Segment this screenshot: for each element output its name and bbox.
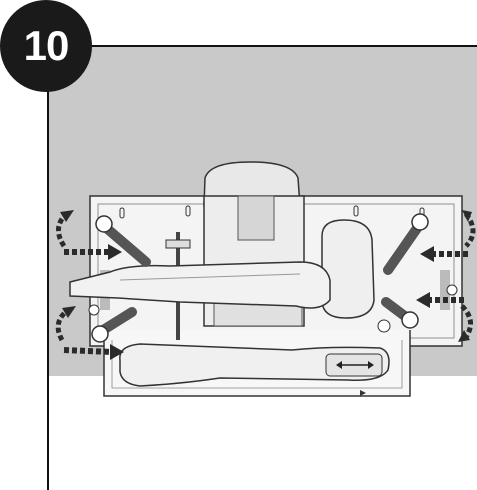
push-arrow-left-upper bbox=[64, 244, 122, 260]
rotate-arrow-top-left bbox=[56, 210, 74, 248]
push-arrow-right-lower bbox=[416, 292, 464, 308]
step-number: 10 bbox=[23, 22, 70, 69]
lock-icon-left bbox=[88, 304, 100, 316]
rotate-arrow-bottom-right bbox=[458, 304, 473, 342]
clamp-lever-bottom-right bbox=[381, 297, 419, 329]
lock-icon-right bbox=[377, 284, 458, 333]
step-number-badge: 10 bbox=[0, 0, 92, 92]
rotate-arrow-top-right bbox=[462, 210, 476, 248]
rear-handle bbox=[69, 261, 331, 309]
clamp-lever-top-right bbox=[383, 213, 429, 275]
lower-handle bbox=[119, 343, 390, 387]
rotate-arrow-bottom-left bbox=[55, 306, 76, 342]
push-arrow-right-upper bbox=[420, 246, 468, 262]
front-knob bbox=[321, 219, 375, 319]
double-arrow-icon bbox=[336, 361, 374, 369]
push-arrow-left-lower bbox=[63, 344, 124, 360]
clamp-lever-top-left bbox=[95, 215, 151, 267]
clamp-lever-bottom-left bbox=[91, 307, 137, 343]
